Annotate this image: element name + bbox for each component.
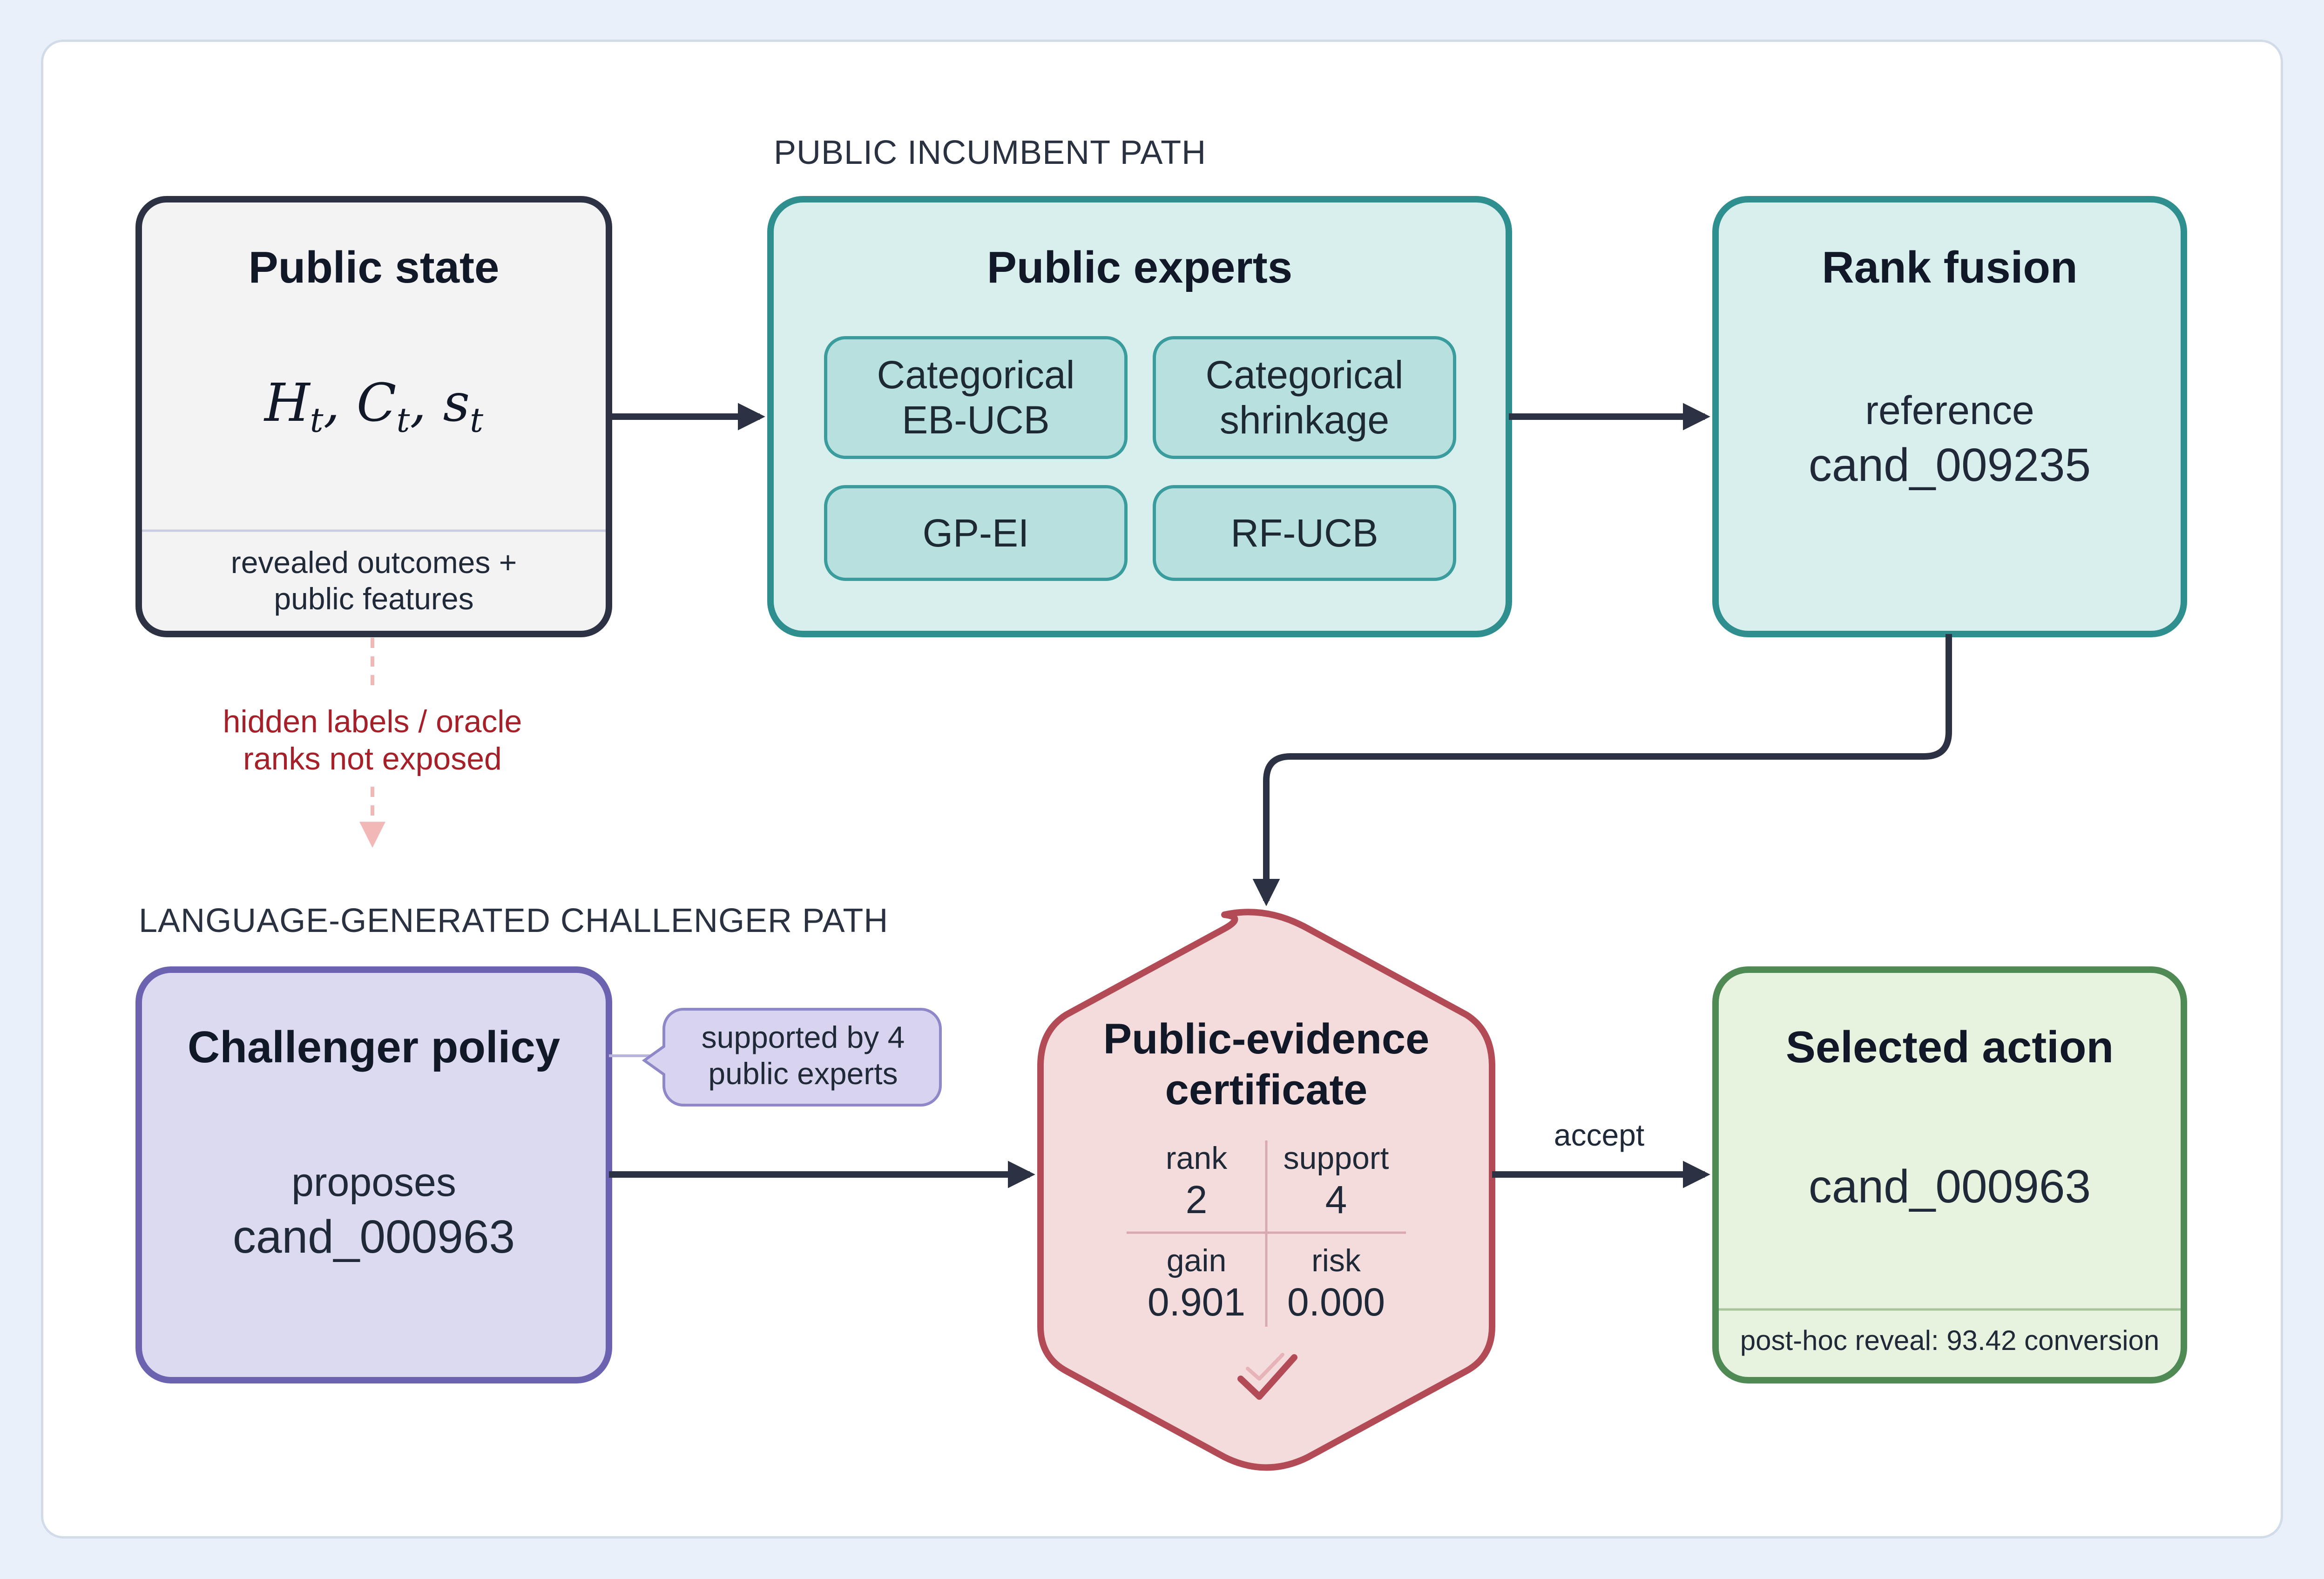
certificate-title-line1: Public-evidence: [1103, 1015, 1430, 1063]
expert-label-line1: Categorical: [1205, 353, 1404, 397]
formula-sep-2: ,: [410, 373, 443, 433]
expert-label-line2: EB-UCB: [902, 398, 1050, 442]
check-icon: [1237, 1354, 1297, 1400]
expert-categorical-eb-ucb: Categorical EB-UCB: [824, 336, 1128, 459]
public-state-footer-line1: revealed outcomes +: [230, 545, 517, 580]
arrow-fusion-to-certificate: [1252, 634, 1952, 906]
public-experts-title: Public experts: [986, 243, 1293, 292]
formula-s: s: [443, 373, 470, 433]
expert-label-line1: Categorical: [877, 353, 1075, 397]
hidden-note-line2: ranks not exposed: [243, 741, 502, 777]
formula-sep-1: ,: [323, 373, 357, 433]
rank-fusion-title: Rank fusion: [1822, 243, 2078, 292]
cert-rank-value: 2: [1185, 1178, 1208, 1222]
hidden-labels-note: hidden labels / oracle ranks not exposed: [185, 703, 560, 777]
cert-gain-value: 0.901: [1147, 1280, 1246, 1324]
cert-rank-label: rank: [1165, 1140, 1228, 1176]
cert-rank-cell: rank 2: [1127, 1140, 1266, 1223]
incumbent-path-label: PUBLIC INCUMBENT PATH: [774, 134, 1207, 171]
public-state-footer-line2: public features: [274, 581, 474, 616]
certificate-title: Public-evidence certificate: [1040, 1014, 1492, 1115]
hidden-note-line1: hidden labels / oracle: [223, 704, 522, 739]
cert-support-cell: support 4: [1266, 1140, 1406, 1223]
expert-rf-ucb: RF-UCB: [1153, 485, 1456, 581]
public-state-formula: Ht, Ct, st: [139, 372, 609, 440]
challenger-path-label: LANGUAGE-GENERATED CHALLENGER PATH: [139, 902, 889, 939]
challenger-proposes-label: proposes: [291, 1160, 456, 1205]
expert-label: RF-UCB: [1230, 511, 1378, 555]
formula-h-sub: t: [310, 400, 324, 440]
formula-c: C: [356, 373, 397, 433]
expert-categorical-shrinkage: Categorical shrinkage: [1153, 336, 1456, 459]
formula-s-sub: t: [470, 400, 484, 440]
callout-line2: public experts: [708, 1056, 898, 1091]
accept-edge-label: accept: [1554, 1118, 1645, 1152]
certificate-title-line2: certificate: [1165, 1066, 1368, 1113]
cert-support-label: support: [1283, 1140, 1389, 1176]
expert-gp-ei: GP-EI: [824, 485, 1128, 581]
public-state-title: Public state: [248, 243, 500, 292]
cert-gain-label: gain: [1166, 1243, 1227, 1278]
callout-text: supported by 4 public experts: [666, 1019, 940, 1092]
callout-bubble: [642, 1008, 942, 1107]
expert-label: GP-EI: [922, 511, 1029, 555]
challenger-title: Challenger policy: [187, 1022, 561, 1072]
callout-line1: supported by 4: [701, 1020, 905, 1054]
cert-risk-label: risk: [1311, 1243, 1361, 1278]
public-state-footer: revealed outcomes + public features: [139, 545, 609, 617]
formula-h: H: [264, 373, 310, 433]
expert-label-line2: shrinkage: [1219, 398, 1390, 442]
selected-action-value: cand_000963: [1808, 1161, 2091, 1213]
cert-gain-cell: gain 0.901: [1127, 1242, 1266, 1325]
selected-action-footer: post-hoc reveal: 93.42 conversion: [1740, 1325, 2160, 1356]
rank-fusion-reference-value: cand_009235: [1808, 439, 2091, 491]
cert-support-value: 4: [1325, 1178, 1347, 1222]
check-icon-shadow: [1246, 1353, 1284, 1381]
cert-risk-value: 0.000: [1287, 1280, 1385, 1324]
selected-action-box: [1712, 966, 2187, 1383]
formula-c-sub: t: [396, 400, 410, 440]
rank-fusion-reference-label: reference: [1865, 388, 2034, 433]
challenger-proposed-candidate: cand_000963: [232, 1211, 515, 1263]
cert-risk-cell: risk 0.000: [1266, 1242, 1406, 1325]
selected-action-title: Selected action: [1785, 1022, 2114, 1072]
